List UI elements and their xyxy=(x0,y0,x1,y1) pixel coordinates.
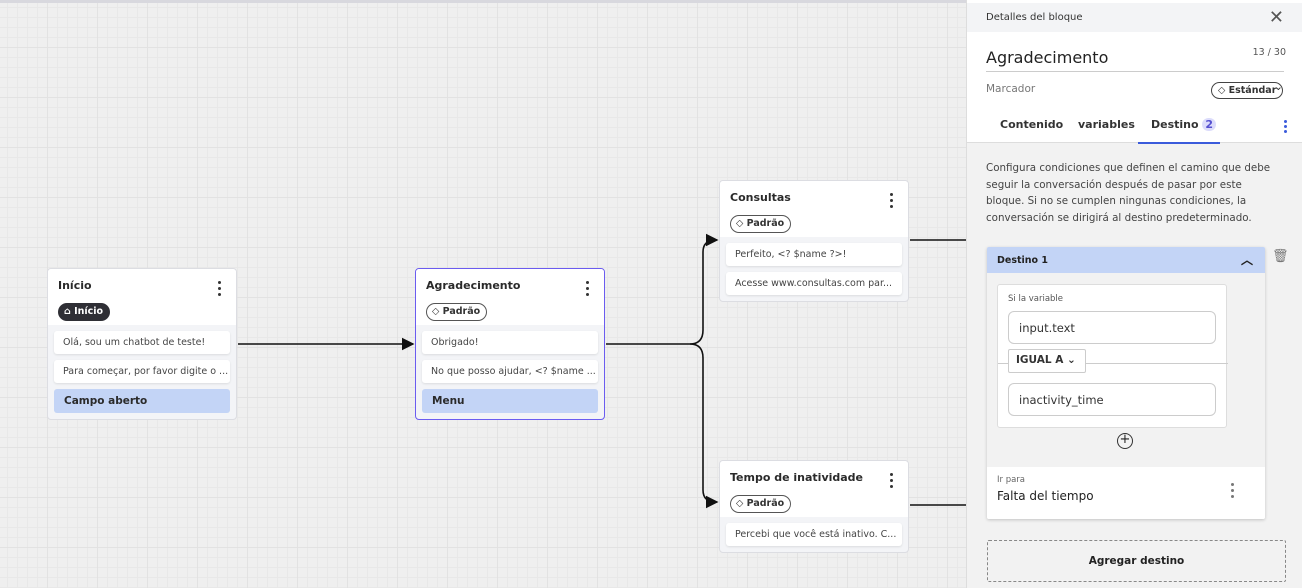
more-options-icon[interactable] xyxy=(1231,483,1235,501)
message-item[interactable]: Perfeito, <? $name ?>! xyxy=(726,243,902,266)
tag-icon: ◇ xyxy=(736,498,747,509)
block-details-panel: Detalles del bloque ✕ Agradecimento 13 /… xyxy=(966,0,1302,588)
menu-button[interactable]: Menu xyxy=(422,389,598,413)
top-border xyxy=(0,0,1302,3)
tag-label: Padrão xyxy=(746,498,785,509)
chevron-down-icon: ⌄ xyxy=(1066,354,1076,366)
more-options-icon[interactable] xyxy=(586,281,590,299)
node-tempo-de-inatividade[interactable]: Tempo de inatividade ◇ Padrão Percebi qu… xyxy=(719,460,909,553)
tab-contenido[interactable]: Contenido xyxy=(1000,118,1064,131)
close-icon[interactable]: ✕ xyxy=(1268,7,1284,28)
tag-icon: ◇ xyxy=(1218,85,1229,96)
start-tag: ⌂ Início xyxy=(58,303,111,321)
message-item[interactable]: Percebi que você está inativo. C... xyxy=(726,523,902,546)
goto-label: Ir para xyxy=(997,475,1026,485)
node-title: Consultas xyxy=(730,191,791,204)
node-title: Início xyxy=(58,279,92,292)
message-item[interactable]: No que posso ajudar, <? $name ... xyxy=(422,360,598,383)
marker-value: Estándar xyxy=(1228,85,1277,96)
message-item[interactable]: Acesse www.consultas.com par... xyxy=(726,272,902,295)
chevron-down-icon[interactable]: ⌄ xyxy=(1273,80,1283,93)
trash-icon[interactable]: 🗑 xyxy=(1272,249,1289,264)
marker-label: Marcador xyxy=(986,83,1036,95)
node-title: Agradecimento xyxy=(426,279,521,292)
goto-section[interactable]: Ir para Falta del tiempo xyxy=(987,467,1265,519)
tag-icon: ◇ xyxy=(432,306,443,317)
panel-header: Detalles del bloque ✕ xyxy=(967,0,1302,32)
tab-variables[interactable]: variables xyxy=(1078,118,1135,131)
add-condition-icon[interactable]: + xyxy=(1117,433,1133,449)
node-inicio[interactable]: Início ⌂ Início Olá, sou um chatbot de t… xyxy=(47,268,237,420)
tag-badge: ◇ Padrão xyxy=(426,303,488,321)
message-item[interactable]: Obrigado! xyxy=(422,331,598,354)
condition-box: Si la variable input.text IGUAL A ⌄ inac… xyxy=(997,284,1228,428)
if-variable-label: Si la variable xyxy=(1008,294,1064,304)
variable-input[interactable]: input.text xyxy=(1008,311,1216,344)
tag-label: Padrão xyxy=(746,218,785,229)
message-item[interactable]: Para começar, por favor digite o ... xyxy=(54,360,230,383)
add-destino-button[interactable]: Agregar destino xyxy=(987,540,1286,582)
destino-description: Configura condiciones que definen el cam… xyxy=(986,162,1271,224)
node-consultas[interactable]: Consultas ◇ Padrão Perfeito, <? $name ?>… xyxy=(719,180,909,302)
goto-value: Falta del tiempo xyxy=(997,489,1094,503)
chevron-up-icon[interactable]: ︿ xyxy=(1240,253,1253,267)
char-count: 13 / 30 xyxy=(1252,47,1286,58)
more-options-icon[interactable] xyxy=(890,193,894,211)
input-button[interactable]: Campo aberto xyxy=(54,389,230,413)
divider xyxy=(998,363,1228,364)
tag-icon: ◇ xyxy=(736,218,747,229)
message-item[interactable]: Olá, sou um chatbot de teste! xyxy=(54,331,230,354)
node-agradecimento[interactable]: Agradecimento ◇ Padrão Obrigado! No que … xyxy=(415,268,605,420)
operator-select[interactable]: IGUAL A ⌄ xyxy=(1008,349,1086,373)
tag-badge: ◇ Padrão xyxy=(730,215,792,233)
home-icon: ⌂ xyxy=(64,306,75,317)
marker-select[interactable]: ◇ Estándar xyxy=(1211,82,1284,99)
more-options-icon[interactable] xyxy=(218,281,222,299)
edges xyxy=(238,233,966,509)
destino-card: Destino 1 ︿ Si la variable input.text IGU… xyxy=(987,247,1265,519)
tag-badge: ◇ Padrão xyxy=(730,495,792,513)
count-badge: 2 xyxy=(1202,118,1217,131)
active-tab-indicator xyxy=(1138,142,1220,144)
value-input[interactable]: inactivity_time xyxy=(1008,383,1216,416)
operator-value: IGUAL A xyxy=(1016,354,1064,366)
edge-agradecimento-consultas xyxy=(606,233,719,345)
edge-agradecimento-tempo xyxy=(689,343,719,509)
panel-title: Detalles del bloque xyxy=(986,12,1083,23)
tab-label: Destino xyxy=(1151,118,1199,131)
tab-bar: Contenido variables Destino 2 xyxy=(967,112,1302,144)
destino-header[interactable]: Destino 1 ︿ xyxy=(987,247,1265,273)
destino-title: Destino 1 xyxy=(997,255,1048,266)
tab-destino[interactable]: Destino 2 xyxy=(1151,118,1217,131)
tag-label: Início xyxy=(74,306,104,317)
more-options-icon[interactable] xyxy=(1284,120,1287,135)
tag-label: Padrão xyxy=(442,306,481,317)
block-name-input[interactable]: Agradecimento xyxy=(986,48,1284,72)
node-title: Tempo de inatividade xyxy=(730,471,864,484)
more-options-icon[interactable] xyxy=(890,473,894,491)
